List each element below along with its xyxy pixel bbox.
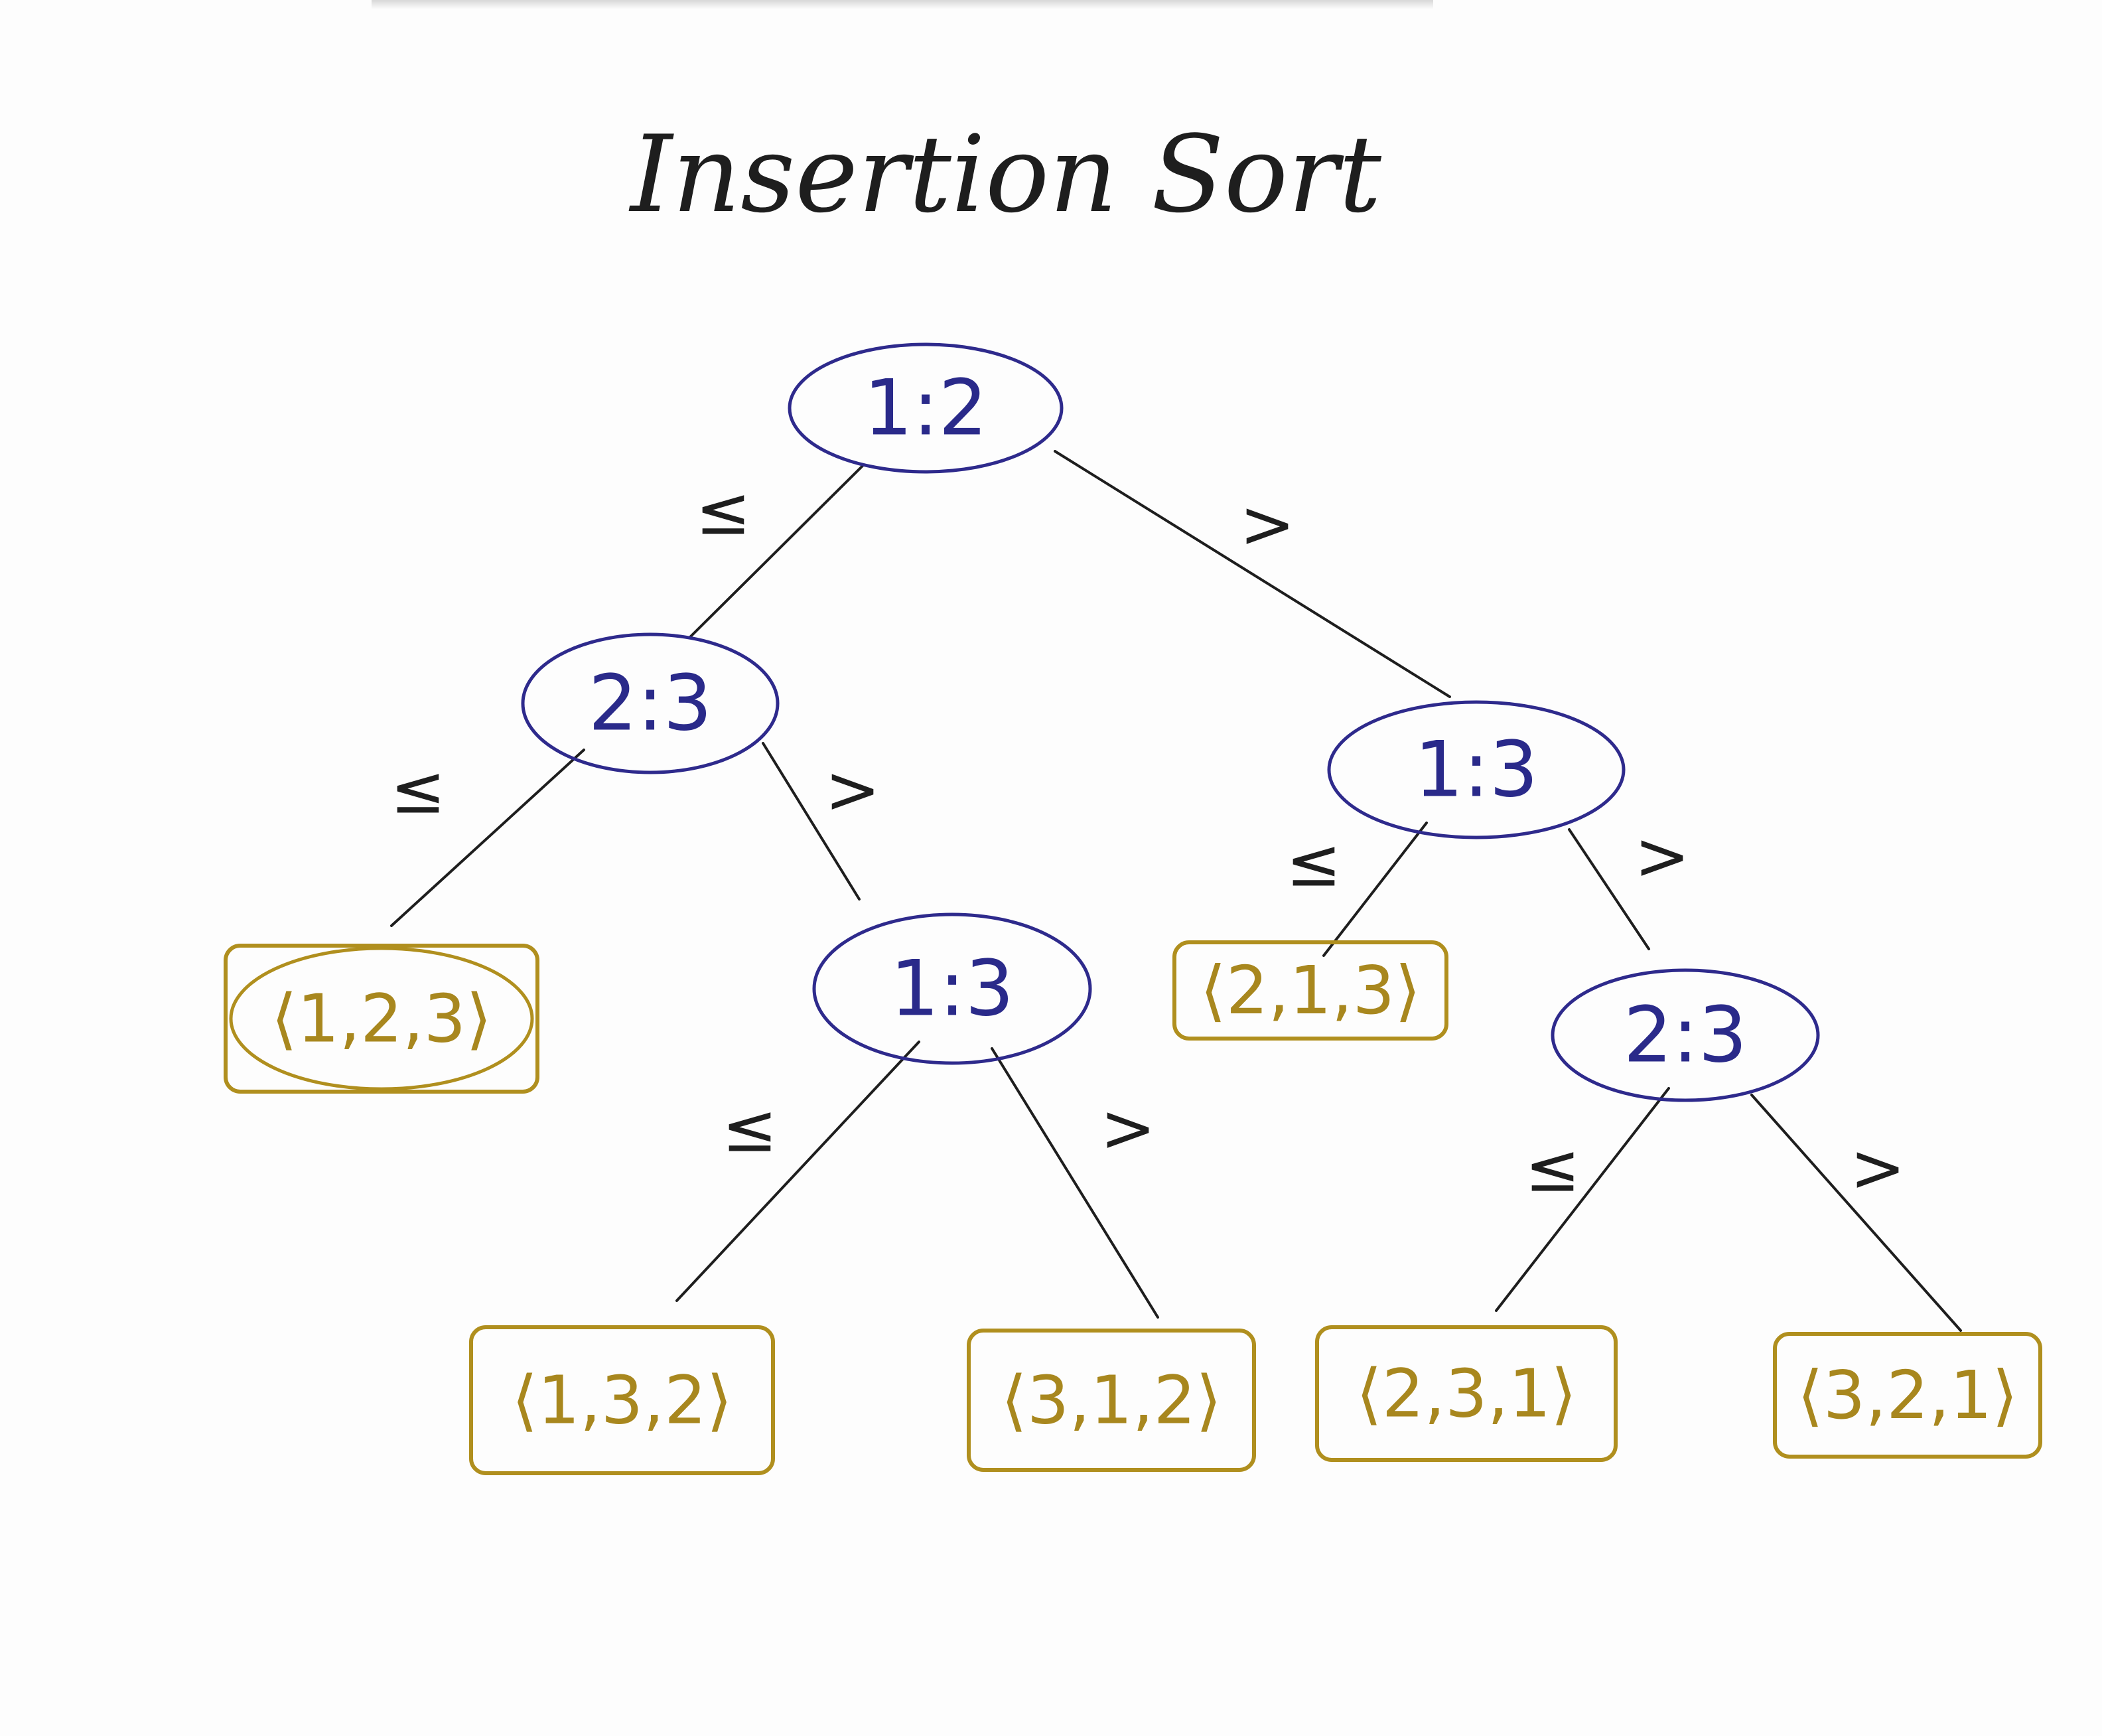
edge-label-root-left: ≤ [695, 472, 751, 550]
edge-label-left-left-right: > [825, 751, 880, 829]
comparison-node-right-right: 2:3 [1551, 968, 1820, 1102]
node-label-root: 1:2 [864, 364, 988, 453]
leaf-box-leaf-231 [1315, 1325, 1618, 1462]
leaf-label-leaf-213: ⟨2,1,3⟩ [1200, 952, 1421, 1029]
leaf-leaf-312: ⟨3,1,2⟩ [967, 1329, 1256, 1472]
diagram-title: Insertion Sort [628, 112, 1382, 236]
edges-layer [390, 450, 1962, 1332]
comparison-node-right: 1:3 [1327, 700, 1626, 839]
node-ellipse-right-right [1551, 968, 1820, 1102]
edge-left-left-right [762, 742, 861, 901]
comparison-node-root: 1:2 [788, 342, 1064, 474]
node-ellipse-left [521, 632, 780, 774]
leaf-leaf-231: ⟨2,3,1⟩ [1315, 1325, 1618, 1462]
edge-label-root-right: > [1239, 486, 1295, 563]
node-ellipse-right [1327, 700, 1626, 839]
edge-label-left-leaf-123: ≤ [390, 751, 446, 829]
leaf-label-leaf-132: ⟨1,3,2⟩ [512, 1362, 732, 1439]
node-label-right-right: 2:3 [1624, 991, 1748, 1080]
leaf-box-leaf-213 [1172, 940, 1448, 1041]
edge-rr-leaf-321 [1750, 1094, 1962, 1332]
edge-right-right-right [1568, 828, 1650, 950]
leaf-label-leaf-231: ⟨2,3,1⟩ [1356, 1355, 1576, 1433]
node-label-right: 1:3 [1415, 725, 1539, 815]
comparison-node-left: 2:3 [521, 632, 780, 774]
paper-edge-shadow [372, 0, 1433, 9]
edge-rr-leaf-231 [1495, 1087, 1670, 1312]
leaf-leaf-123: ⟨1,2,3⟩ [224, 944, 539, 1094]
edge-right-leaf-213 [1322, 822, 1428, 957]
node-ellipse-left-right [812, 912, 1092, 1065]
edge-lr-leaf-132 [675, 1041, 920, 1302]
edge-label-right-right-right: > [1634, 818, 1690, 895]
edge-label-rr-leaf-321: > [1850, 1129, 1906, 1207]
leaf-leaf-213: ⟨2,1,3⟩ [1172, 940, 1448, 1041]
node-label-left: 2:3 [589, 659, 713, 749]
edge-label-lr-leaf-312: > [1100, 1090, 1156, 1167]
leaf-box-leaf-312 [967, 1329, 1256, 1472]
edge-label-rr-leaf-231: ≤ [1525, 1129, 1580, 1207]
leaves-layer: ⟨1,2,3⟩ ⟨2,1,3⟩ ⟨1,3,2⟩ ⟨3,1,2⟩ ⟨2,3,1⟩ ⟨3,2,… [224, 940, 2042, 1475]
leaf-label-leaf-312: ⟨3,1,2⟩ [1001, 1362, 1222, 1439]
leaf-label-leaf-321: ⟨3,2,1⟩ [1797, 1356, 2018, 1434]
node-label-left-right: 1:3 [890, 944, 1015, 1034]
leaf-box-leaf-123 [224, 944, 539, 1094]
leaf-circle-mark [229, 946, 534, 1091]
leaf-label-leaf-123: ⟨1,2,3⟩ [271, 980, 492, 1058]
edge-labels-layer: ≤ > ≤ > ≤ > ≤ > ≤ > [390, 472, 1906, 1207]
leaf-box-leaf-321 [1773, 1332, 2042, 1459]
edge-root-right [1054, 450, 1451, 698]
edge-lr-leaf-312 [991, 1047, 1159, 1319]
comparison-node-left-right: 1:3 [812, 912, 1092, 1065]
nodes-layer: 1:2 2:3 1:3 1:3 2:3 [521, 342, 1820, 1102]
edge-root-left [689, 465, 864, 638]
node-ellipse-root [788, 342, 1064, 474]
edge-label-lr-leaf-132: ≤ [722, 1090, 778, 1167]
edge-label-right-leaf-213: ≤ [1286, 824, 1342, 902]
edge-left-leaf-123 [390, 749, 585, 927]
leaf-leaf-321: ⟨3,2,1⟩ [1773, 1332, 2042, 1459]
leaf-leaf-132: ⟨1,3,2⟩ [469, 1325, 775, 1475]
leaf-box-leaf-132 [469, 1325, 775, 1475]
